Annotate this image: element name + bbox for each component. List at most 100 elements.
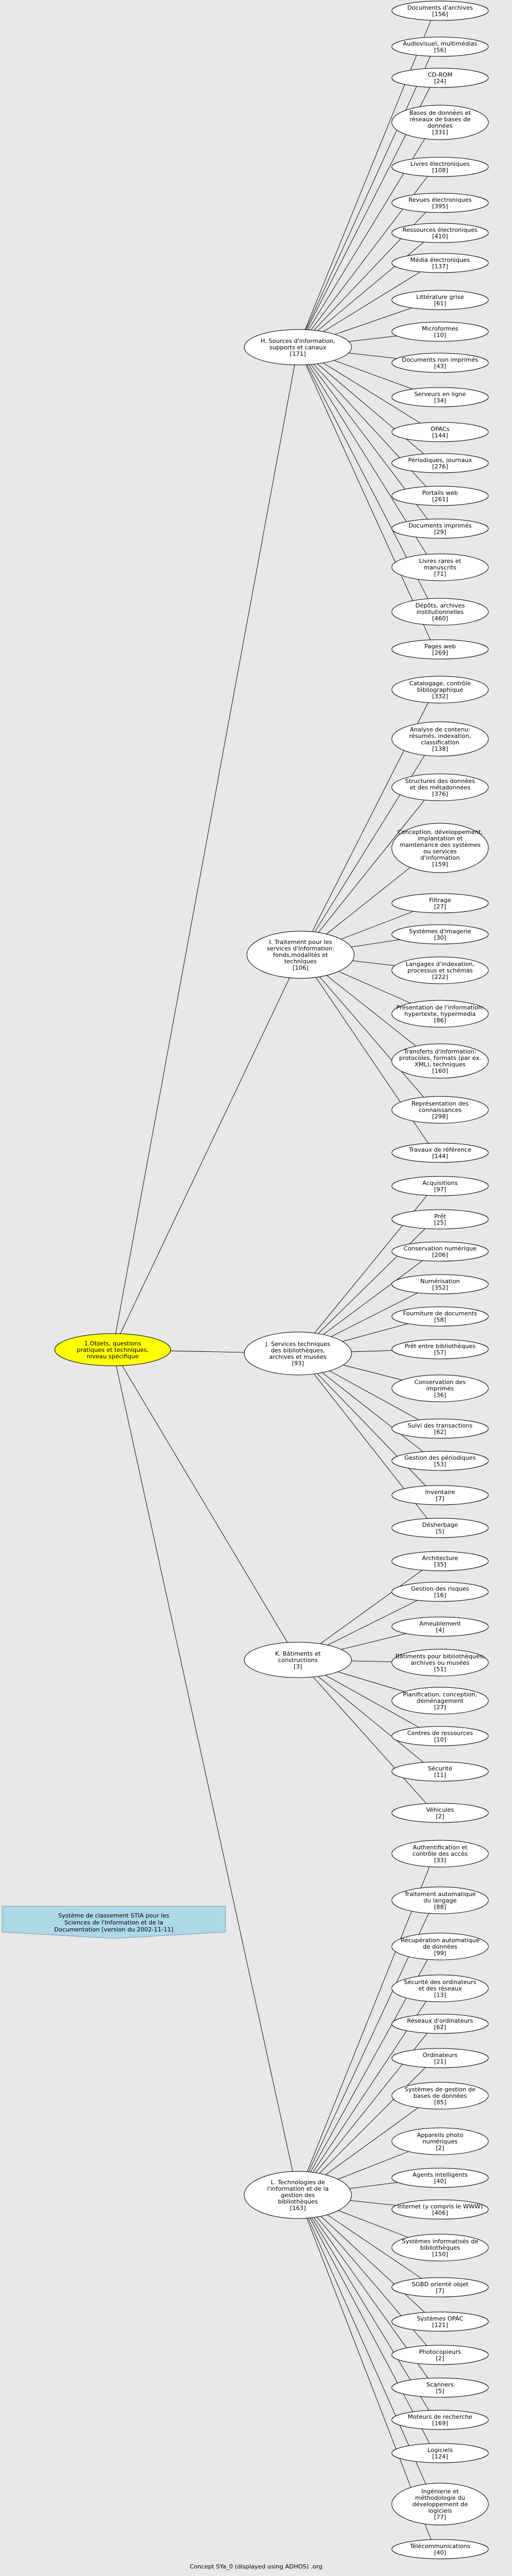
concept-node-label-line: Prêt xyxy=(434,1213,446,1220)
concept-node-ellipse xyxy=(391,2410,489,2430)
concept-node-label-line: Agents intelligents xyxy=(413,2171,468,2178)
concept-node[interactable]: Inventaire[7] xyxy=(391,1485,489,1505)
concept-node[interactable]: Gestion des risques[16] xyxy=(391,1582,489,1602)
concept-node[interactable]: Ameublement[4] xyxy=(391,1616,489,1637)
concept-node[interactable]: Microformes[10] xyxy=(391,321,489,342)
concept-node-label-line: [21] xyxy=(434,2058,447,2065)
concept-node-label-line: Systèmes informatisés de xyxy=(402,2238,479,2245)
branch-node[interactable]: L. Technologies del'information et de la… xyxy=(244,2171,352,2219)
concept-node[interactable]: Logiciels[124] xyxy=(391,2443,489,2463)
concept-node[interactable]: Filtrage[27] xyxy=(391,893,489,913)
concept-node[interactable]: Bâtiments pour bibliothèques,archives ou… xyxy=(391,1649,489,1677)
concept-node[interactable]: Analyse de contenu:résumés, indexation,c… xyxy=(391,721,489,757)
concept-node[interactable]: Photocopieurs[2] xyxy=(391,2345,489,2365)
concept-node-label-line: Architecture xyxy=(422,1555,458,1562)
concept-node-label-line: [13] xyxy=(434,1992,447,1999)
concept-node[interactable]: Travaux de référence[144] xyxy=(391,1143,489,1163)
concept-node-ellipse xyxy=(391,924,489,945)
concept-node-label-line: [460] xyxy=(432,615,448,622)
concept-node[interactable]: Sécurité[11] xyxy=(391,1761,489,1782)
concept-node[interactable]: Conservation numérique[206] xyxy=(391,1241,489,1262)
concept-node[interactable]: Média électroniques[137] xyxy=(391,253,489,273)
concept-node[interactable]: Périodiques, journaux[276] xyxy=(391,453,489,473)
root-node-label-line: pratiques et techniques, xyxy=(77,1346,149,1353)
concept-node-ellipse xyxy=(391,1726,489,1746)
concept-node[interactable]: Langages d'indexation,processus et schém… xyxy=(391,956,489,984)
concept-node-ellipse xyxy=(391,553,489,581)
concept-node-label-line: [71] xyxy=(434,570,447,577)
concept-node-label-line: manuscrits xyxy=(424,564,457,571)
concept-node[interactable]: Moteurs de recherche[169] xyxy=(391,2410,489,2430)
concept-node[interactable]: Documents imprimés[29] xyxy=(391,518,489,539)
concept-node[interactable]: Présentation de l'information:hypertexte… xyxy=(391,1000,489,1028)
concept-node[interactable]: SGBD orienté objet[7] xyxy=(391,2277,489,2297)
concept-node[interactable]: Revues électroniques[395] xyxy=(391,193,489,213)
concept-node-label-line: Catalogage, contrôle xyxy=(409,680,471,687)
concept-node[interactable]: Audiovisuel, multimédias[56] xyxy=(391,36,489,57)
branch-node-label-line: archives et musées xyxy=(269,1353,327,1360)
concept-node[interactable]: Portails web[261] xyxy=(391,486,489,506)
concept-node[interactable]: Télécommunications[40] xyxy=(391,2539,489,2559)
concept-node-label-line: [406] xyxy=(432,2209,448,2216)
concept-node-label-line: [160] xyxy=(432,1067,448,1074)
concept-node[interactable]: Documents d'archives[156] xyxy=(391,1,489,21)
concept-node[interactable]: Prêt entre bibliothèques[57] xyxy=(391,1339,489,1359)
concept-node[interactable]: Ordinateurs[21] xyxy=(391,2048,489,2068)
concept-node[interactable]: Architecture[35] xyxy=(391,1551,489,1571)
concept-node[interactable]: Véhicules[2] xyxy=(391,1803,489,1823)
concept-node[interactable]: Fourniture de documents[58] xyxy=(391,1306,489,1327)
concept-node[interactable]: Gestion des périodiques[53] xyxy=(391,1451,489,1471)
concept-node[interactable]: Suivi des transactions[62] xyxy=(391,1418,489,1439)
concept-node[interactable]: Ressources électroniques[410] xyxy=(391,223,489,243)
concept-node[interactable]: Agents intelligents[40] xyxy=(391,2168,489,2188)
concept-node[interactable]: Scanners[5] xyxy=(391,2377,489,2398)
concept-node[interactable]: Pages web[269] xyxy=(391,639,489,660)
concept-node[interactable]: Numérisation[352] xyxy=(391,1274,489,1294)
concept-node[interactable]: Prêt[25] xyxy=(391,1209,489,1230)
concept-node[interactable]: Transferts d'information:protocoles, for… xyxy=(391,1043,489,1079)
concept-node-label-line: Présentation de l'information: xyxy=(396,1004,484,1011)
concept-node-label-line: [43] xyxy=(434,363,447,370)
concept-node[interactable]: Désherbage[5] xyxy=(391,1518,489,1538)
concept-node[interactable]: Serveurs en ligne[34] xyxy=(391,387,489,407)
concept-node[interactable]: OPACs[144] xyxy=(391,422,489,442)
concept-node[interactable]: Systèmes OPAC[121] xyxy=(391,2311,489,2332)
concept-node[interactable]: Conception, développement,implantation e… xyxy=(391,823,489,873)
concept-node-label-line: méthodologie du xyxy=(415,2494,465,2501)
concept-node-label-line: [58] xyxy=(434,1316,447,1323)
concept-node-label-line: Livres électroniques xyxy=(411,160,470,167)
concept-node-label-line: ou services xyxy=(423,848,457,855)
concept-node[interactable]: Planification, conception,déménagement[2… xyxy=(391,1687,489,1715)
concept-node[interactable]: Systèmes informatisés debibliothèques[15… xyxy=(391,2234,489,2262)
concept-node[interactable]: Acquisitions[97] xyxy=(391,1176,489,1196)
concept-node[interactable]: Systèmes d'imagerie[30] xyxy=(391,924,489,945)
concept-node[interactable]: CD-ROM[24] xyxy=(391,68,489,88)
concept-node[interactable]: Livres électroniques[108] xyxy=(391,157,489,177)
concept-node[interactable]: Internet (y compris le WWW)[406] xyxy=(391,2199,489,2220)
concept-node[interactable]: Centres de ressources[10] xyxy=(391,1726,489,1746)
concept-node-label-line: classification xyxy=(421,739,459,746)
concept-node-label-line: [261] xyxy=(432,496,448,503)
concept-node[interactable]: Littérature grise[61] xyxy=(391,290,489,310)
branch-node[interactable]: H. Sources d'information,supports et can… xyxy=(244,329,352,365)
concept-node[interactable]: Réseaux d'ordinateurs[62] xyxy=(391,2014,489,2034)
concept-node[interactable]: Documents non imprimés[43] xyxy=(391,353,489,373)
